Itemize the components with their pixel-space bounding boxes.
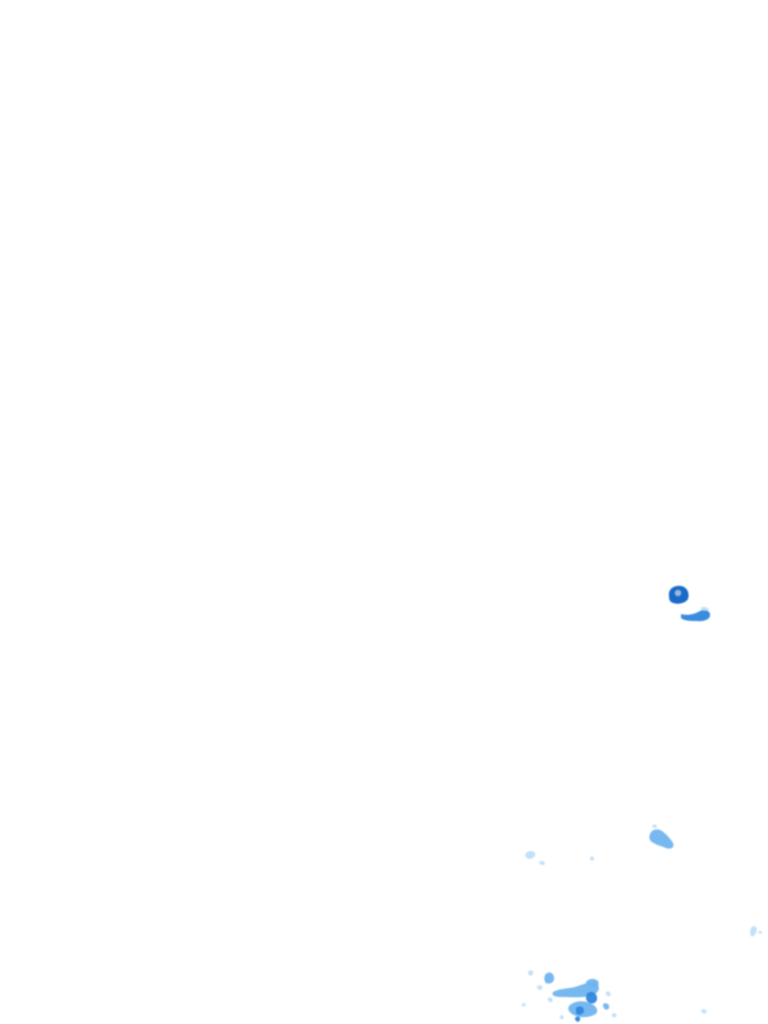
echo-cluster-south-core xyxy=(575,991,598,1022)
echo-fleck-west xyxy=(525,850,545,866)
echo-patch-east xyxy=(649,824,674,849)
echo-fleck-center xyxy=(590,856,594,861)
echo-cell-heavy xyxy=(668,585,689,604)
echo-band-moderate xyxy=(681,606,711,622)
echo-cluster-south-scatter xyxy=(521,970,707,1020)
echo-fleck-far-east xyxy=(750,926,762,937)
